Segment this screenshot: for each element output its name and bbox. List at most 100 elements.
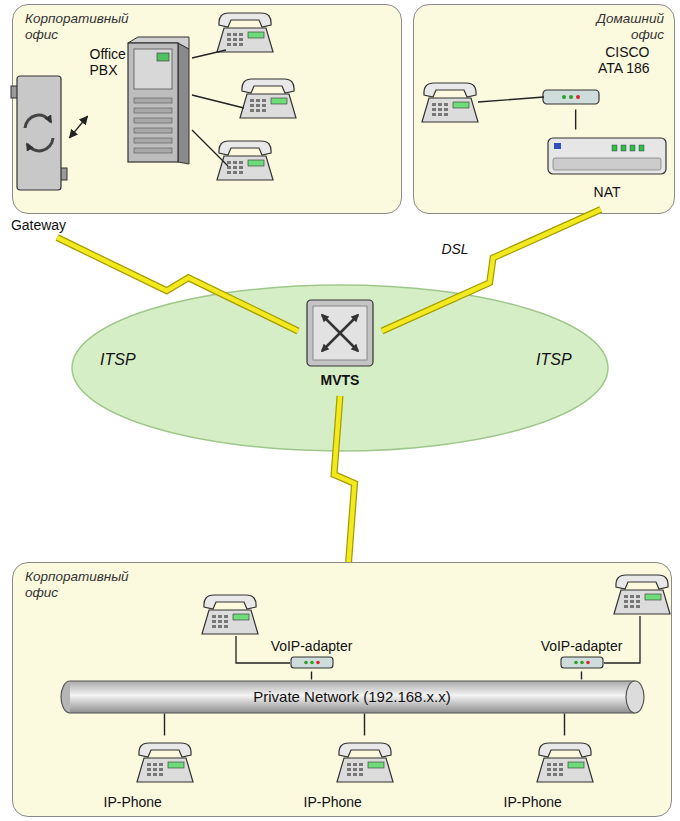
phone-key	[432, 113, 436, 116]
ip-phone: IP-Phone	[500, 736, 600, 814]
phone-part	[338, 743, 390, 757]
phone-key	[239, 33, 243, 36]
phone-key	[233, 43, 237, 46]
node-label: MVTS	[321, 372, 360, 388]
wire-link	[564, 714, 565, 736]
phone-key	[153, 768, 157, 771]
phone-key	[224, 625, 228, 628]
phone-key	[353, 763, 357, 766]
phone-part	[138, 743, 190, 757]
phone-key	[227, 38, 231, 41]
wire-link	[364, 714, 365, 736]
phone-icon	[537, 743, 593, 782]
node-label: IP-Phone	[304, 794, 362, 810]
phone-key	[630, 605, 634, 608]
mvts-switch-shape	[305, 298, 375, 368]
nat-icon	[548, 138, 666, 174]
adapter-part	[574, 660, 578, 664]
gateway-part	[27, 138, 53, 151]
connector-group	[581, 672, 582, 680]
telephone	[217, 141, 273, 180]
phone-key	[547, 773, 551, 776]
pbx-slot	[134, 98, 172, 103]
phone-key	[359, 773, 363, 776]
node-label: VoIP-adapter	[541, 638, 623, 654]
phone-key	[239, 166, 243, 169]
phone-key	[262, 104, 266, 107]
pipe-part	[70, 681, 635, 713]
node-label: CISCO ATA 186	[586, 44, 650, 76]
gateway-shape	[11, 72, 67, 194]
phone-key	[147, 768, 151, 771]
office-region: Корпоративный офисVoIP-adapterVoIP-adapt…	[12, 562, 672, 817]
phone-key	[239, 43, 243, 46]
pipe-part	[70, 680, 635, 681]
router-part	[554, 143, 561, 149]
phone-key	[224, 615, 228, 618]
node-label: ITSP	[536, 351, 572, 369]
mvts-switch: MVTS	[298, 296, 382, 396]
phone-key	[224, 620, 228, 623]
phone-key	[233, 166, 237, 169]
phone-part	[614, 590, 670, 614]
phone-key	[553, 763, 557, 766]
wire-link	[164, 714, 165, 736]
phone-key	[438, 113, 442, 116]
ell-icon	[72, 285, 608, 451]
router-part	[553, 158, 661, 170]
phone-key	[153, 763, 157, 766]
pbx-slot	[134, 128, 172, 133]
phone-key	[444, 113, 448, 116]
phone-key	[262, 109, 266, 112]
voip-adapter: VoIP-adapter	[262, 638, 362, 672]
node-label: IP-Phone	[504, 794, 562, 810]
phone-key	[353, 768, 357, 771]
node-label: IP-Phone	[104, 794, 162, 810]
phone-part	[202, 610, 258, 634]
pbx-slot	[134, 138, 172, 143]
wire-link	[581, 672, 582, 680]
voip-adapter: VoIP-adapter	[532, 638, 632, 672]
phone-key	[559, 768, 563, 771]
phone-key	[636, 595, 640, 598]
phone-key	[256, 104, 260, 107]
voip-adapter-shape	[290, 655, 334, 670]
router-led	[630, 145, 635, 151]
phone-part	[368, 762, 384, 768]
connector-group	[364, 714, 365, 736]
phone-key	[438, 103, 442, 106]
phone-key	[159, 773, 163, 776]
phone-part	[168, 762, 184, 768]
cloud-outline	[72, 285, 608, 451]
phone-key	[256, 99, 260, 102]
adapter-part	[561, 657, 603, 668]
phone-key	[212, 625, 216, 628]
phone-key	[227, 43, 231, 46]
pipe-part	[70, 712, 635, 713]
phone-key	[239, 171, 243, 174]
connector-group	[575, 110, 576, 130]
ip-phone: IP-Phone	[100, 736, 200, 814]
phone-key	[553, 768, 557, 771]
phone-key	[256, 109, 260, 112]
pbx-slot	[134, 148, 172, 153]
connector-group	[564, 714, 565, 736]
phone-key	[547, 763, 551, 766]
nat-router-shape	[546, 134, 668, 178]
ata-part	[569, 95, 573, 99]
phone-key	[262, 99, 266, 102]
phone-key	[227, 166, 231, 169]
region-heading: Корпоративный офис	[25, 11, 137, 42]
phone-key	[624, 605, 628, 608]
phone-key	[250, 99, 254, 102]
phone-part	[422, 98, 478, 122]
ip-phone-shape	[535, 738, 595, 784]
wire-link	[311, 672, 312, 680]
phone-key	[630, 600, 634, 603]
office-region: Корпоративный офисOffice PBXGateway	[12, 4, 402, 214]
phone-part	[248, 32, 264, 38]
connector-group	[311, 672, 312, 680]
phone-key	[347, 763, 351, 766]
private-network-bus: Private Network (192.168.x.x)	[60, 680, 645, 714]
phone-key	[624, 595, 628, 598]
